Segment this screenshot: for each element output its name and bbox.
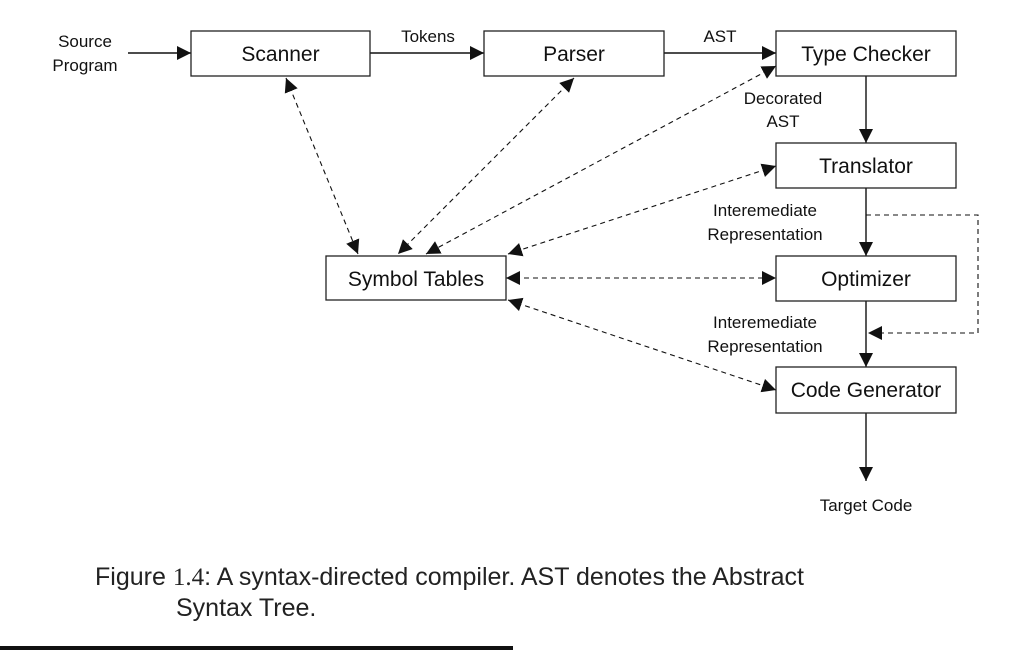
- parser-box: Parser: [483, 30, 665, 77]
- scanner-label: Scanner: [241, 43, 319, 66]
- tokens-label: Tokens: [401, 27, 455, 46]
- figure-caption: Figure 1.4: A syntax-directed compiler. …: [95, 562, 955, 623]
- scanner-box: Scanner: [190, 30, 371, 77]
- decorated-ast-label-line1: Decorated: [744, 89, 822, 108]
- ast-label: AST: [703, 27, 736, 46]
- ir-label-1-line1: Interemediate: [713, 201, 817, 220]
- caption-text-line2: Syntax Tree.: [176, 594, 317, 622]
- optimizer-label: Optimizer: [821, 268, 911, 291]
- caption-text-line1: : A syntax-directed compiler. AST denote…: [204, 563, 804, 591]
- page-rule: [0, 646, 513, 650]
- target-code-label: Target Code: [820, 496, 913, 515]
- code-generator-label: Code Generator: [791, 379, 942, 402]
- translator-label: Translator: [819, 155, 913, 178]
- dashed-arrow-codegen-symboltables: [507, 297, 777, 393]
- caption-number: 1.4: [172, 564, 205, 591]
- parser-label: Parser: [543, 43, 605, 66]
- source-program-label-line1: Source: [58, 32, 112, 51]
- optimizer-box: Optimizer: [775, 255, 957, 302]
- dashed-arrow-translator-symboltables: [507, 163, 777, 257]
- type-checker-box: Type Checker: [775, 30, 957, 77]
- source-program-label-line2: Program: [52, 56, 117, 75]
- dashed-arrow-scanner-symboltables: [284, 77, 360, 255]
- symbol-tables-label: Symbol Tables: [348, 268, 484, 291]
- translator-box: Translator: [775, 142, 957, 189]
- ir-label-2-line1: Interemediate: [713, 313, 817, 332]
- code-generator-box: Code Generator: [775, 366, 957, 414]
- dashed-bypass-optimizer: [866, 214, 979, 340]
- caption-prefix: Figure: [95, 563, 173, 591]
- symbol-tables-box: Symbol Tables: [325, 255, 507, 301]
- ir-label-1-line2: Representation: [707, 225, 822, 244]
- decorated-ast-label-line2: AST: [766, 112, 799, 131]
- dashed-arrow-typechecker-symboltables: [425, 65, 777, 255]
- type-checker-label: Type Checker: [801, 43, 931, 66]
- dashed-arrow-parser-symboltables: [397, 77, 575, 255]
- ir-label-2-line2: Representation: [707, 337, 822, 356]
